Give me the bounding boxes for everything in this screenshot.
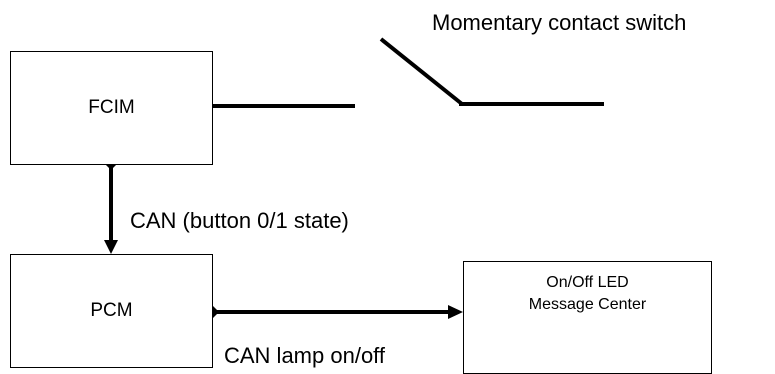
pcm-box: PCM bbox=[10, 254, 213, 368]
can-lamp-label: CAN lamp on/off bbox=[224, 343, 386, 368]
can-button-arrowhead bbox=[104, 240, 118, 254]
fcim-label: FCIM bbox=[88, 96, 135, 118]
led-message-center-label: On/Off LED Message Center bbox=[528, 274, 647, 313]
fcim-box: FCIM bbox=[10, 51, 213, 165]
led-message-center-box: On/Off LED Message Center bbox=[463, 261, 712, 374]
switch-blade bbox=[379, 37, 464, 106]
can-button-label: CAN (button 0/1 state) bbox=[130, 208, 349, 233]
switch-label: Momentary contact switch bbox=[432, 10, 687, 35]
can-lamp-arrowhead bbox=[448, 305, 463, 319]
pcm-label: PCM bbox=[90, 299, 133, 321]
